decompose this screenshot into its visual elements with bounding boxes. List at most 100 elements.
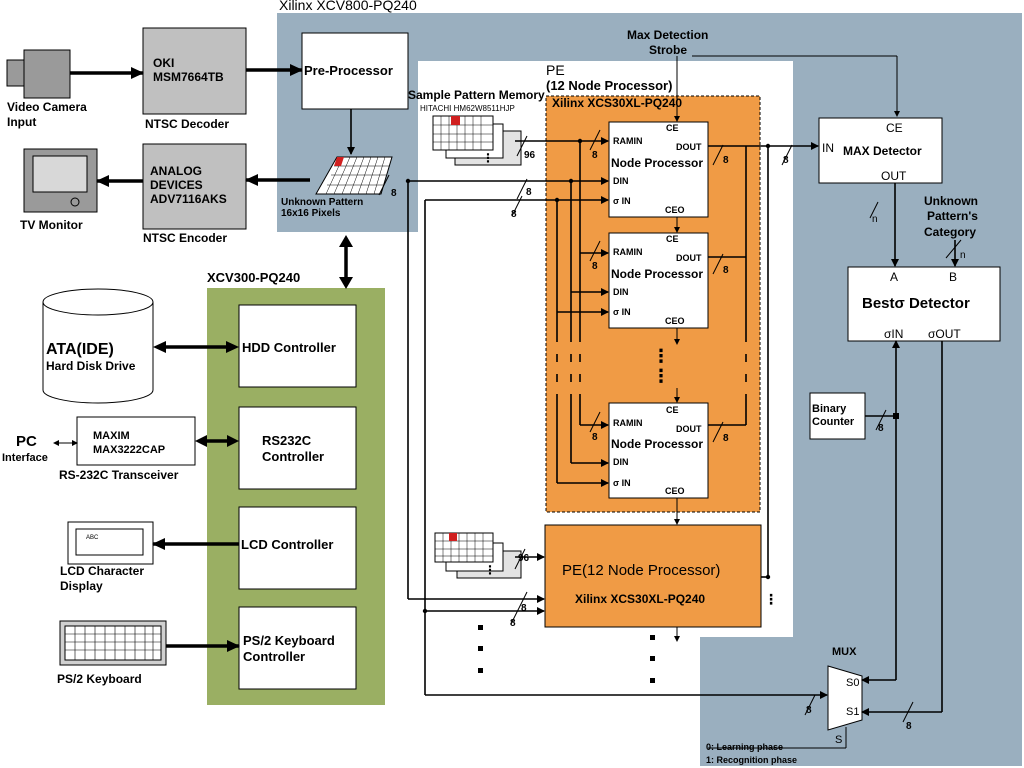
w-ramin2: 8 [592,261,598,272]
node-processor-3: CE RAMIN DOUT Node Processor DIN σ IN CE… [608,402,709,499]
np2-din: DIN [613,287,629,297]
w-counter: 8 [878,423,884,434]
sample-memory-label: Sample Pattern Memory [408,88,545,102]
bus-slash-marks [378,129,962,723]
np3-ce: CE [666,405,679,415]
lcd-label-1: LCD Character [60,564,144,578]
w-mem2: 96 [518,553,530,564]
node-dots-1: ⋮ [652,346,670,366]
pattern-label-2: 16x16 Pixels [281,208,341,219]
mux-title: MUX [832,646,857,658]
right-wiring [708,340,943,749]
rs232-transceiver-caption: RS-232C Transceiver [59,468,179,482]
preprocessor-label: Pre-Processor [304,63,393,78]
fpga-io-bidir-arrow [339,235,353,289]
np1-ceo: CEO [665,205,685,215]
maxdet-ce: CE [886,121,903,135]
np1-name: Node Processor [611,156,703,170]
xcv800-region: Xilinx XCV800-PQ240 [277,0,1022,766]
decoder-caption: NTSC Decoder [145,117,229,131]
binary-counter: Binary Counter [809,392,866,440]
hdd-line-2: Hard Disk Drive [46,359,136,373]
decoder-line-1: OKI [153,56,174,70]
np3-ceo: CEO [665,486,685,496]
w-dout2: 8 [723,265,729,276]
pc-interface-label: Interface [2,452,48,464]
w-ramin1: 8 [592,150,598,161]
xcv300-label: XCV300-PQ240 [207,270,300,285]
best-sout: σOUT [928,327,961,341]
hdd-line-1: ATA(IDE) [46,341,114,358]
np3-name: Node Processor [611,437,703,451]
np3-sin: σ IN [613,478,631,488]
maxim-line-1: MAXIM [93,430,130,442]
hdd-controller: HDD Controller [238,304,357,388]
np1-ce: CE [666,123,679,133]
w-dout1: 8 [723,155,729,166]
np2-dout: DOUT [676,253,702,263]
np1-din: DIN [613,176,629,186]
np3-din: DIN [613,457,629,467]
decoder-line-2: MSM7664TB [153,70,224,84]
category-label-1: Unknown [924,194,978,208]
node-bus-wiring [405,55,900,699]
camera-label-1: Video Camera [7,100,87,114]
sample-memory-icon-2: ⋮ [434,532,522,579]
tv-monitor-icon [23,148,98,213]
pattern-grid-icon [315,156,393,195]
np3-dout: DOUT [676,424,702,434]
mux-s: S [835,734,842,746]
sample-memory-icon: ⋮ [432,115,522,166]
w-category: n [960,250,966,261]
w-maxin: 8 [783,155,789,166]
mux-block: MUX S0 S1 S [827,646,863,746]
rs232-controller: RS232C Controller [238,406,357,490]
encoder-caption: NTSC Encoder [143,231,227,245]
ntsc-decoder-chip: OKI MSM7664TB [142,27,247,115]
lcd-display-icon: ABC [67,521,154,565]
encoder-line-2: DEVICES [150,178,203,192]
pc-link-arrow [53,440,78,446]
ps2-controller-line-1: PS/2 Keyboard [243,633,335,648]
legend-recognition: 1: Recognition phase [706,755,797,765]
lcd-controller-label: LCD Controller [241,537,333,552]
rs232-controller-line-2: Controller [262,449,324,464]
np1-ramin: RAMIN [613,136,643,146]
hdd-cylinder-icon: ATA(IDE) Hard Disk Drive [42,288,154,404]
w-ramin3: 8 [592,432,598,443]
pe-title: PE [546,62,565,78]
np2-ceo: CEO [665,316,685,326]
pe-subtitle: (12 Node Processor) [546,78,672,93]
ps2-controller: PS/2 Keyboard Controller [238,606,357,690]
np1-sin: σ IN [613,196,631,206]
maxdet-name: MAX Detector [843,144,922,158]
max3222-chip: MAXIM MAX3222CAP [76,416,196,466]
ps2-controller-line-2: Controller [243,649,305,664]
w-mem1: 96 [524,150,536,161]
maxdet-out: OUT [881,169,907,183]
w-mux-s1: 8 [906,721,912,732]
category-label-2: Pattern's [927,209,978,223]
pe2-title: PE(12 Node Processor) [562,562,720,579]
max-detector: CE IN MAX Detector OUT [818,117,943,184]
legend-learning: 0: Learning phase [706,742,783,752]
pe-chip-label: Xilinx XCS30XL-PQ240 [552,96,682,110]
ellipsis-dots [478,625,655,683]
np3-ramin: RAMIN [613,418,643,428]
strobe-label-1: Max Detection [627,28,708,42]
w-pe2-din: 8 [521,603,527,614]
maxim-line-2: MAX3222CAP [93,444,165,456]
np2-sin: σ IN [613,307,631,317]
pattern-label-1: Unknown Pattern [281,197,363,208]
strobe-label-2: Strobe [649,43,687,57]
encoder-line-3: ADV7116AKS [150,192,227,206]
w-pattern: 8 [391,188,397,199]
w-pe2-sigma: 8 [510,618,516,629]
best-name: Bestσ Detector [862,295,970,312]
video-camera-icon [6,49,71,99]
keyboard-icon [59,620,167,666]
camera-label-2: Input [7,115,36,129]
counter-line-2: Counter [812,416,855,428]
